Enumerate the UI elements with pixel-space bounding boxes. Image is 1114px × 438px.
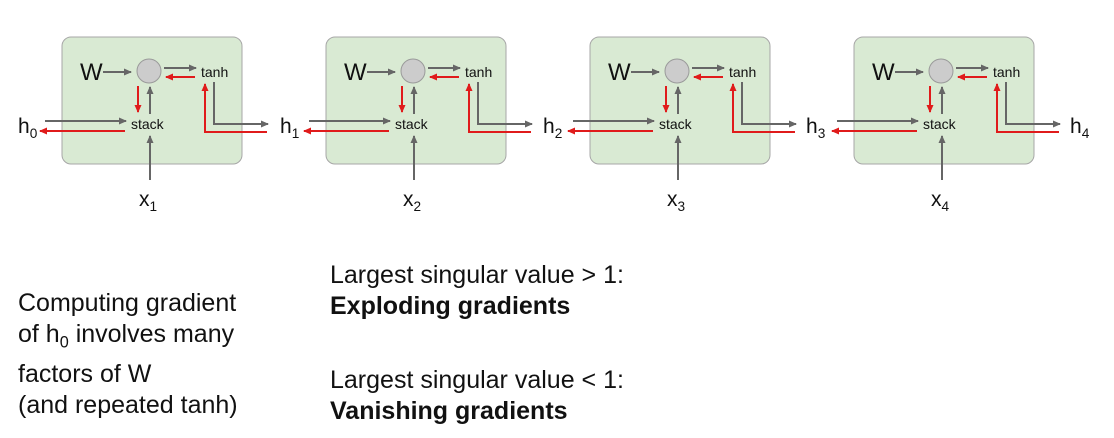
exploding-gradients-block: Largest singular value > 1: Exploding gr… [330,260,624,322]
rnn-cell-box [589,36,771,165]
stack-label: stack [659,116,693,132]
tanh-to-h-out-arrow [1005,82,1061,128]
h-out-to-tanh-grad-arrow [729,83,795,133]
hidden-state-label-h2: h2 [543,115,563,141]
tanh-label: tanh [729,64,756,80]
explanation-line-3: factors of W [18,359,152,388]
weight-label: W [872,59,895,86]
hidden-state-label-h1: h1 [280,115,300,141]
multiply-node [928,58,954,84]
hidden-state-label-h4: h4 [1070,115,1090,141]
tanh-to-h-out-arrow [477,82,533,128]
gradient-explanation: Computing gradient of h0 involves many f… [18,288,238,421]
weight-label: W [608,59,631,86]
rnn-cell-box [853,36,1035,165]
tanh-to-h-out-arrow [741,82,797,128]
exploding-condition: Largest singular value > 1: [330,261,624,289]
explanation-line-4: (and repeated tanh) [18,390,238,419]
vanishing-condition: Largest singular value < 1: [330,366,624,394]
weight-label: W [344,59,367,86]
h-out-to-tanh-grad-arrow [201,83,267,133]
rnn-cell-box [325,36,507,165]
weight-label: W [80,59,103,86]
explanation-line-1: Computing gradient [18,289,237,317]
exploding-label: Exploding gradients [330,292,571,320]
stack-label: stack [395,116,429,132]
stack-label: stack [923,116,957,132]
tanh-label: tanh [993,64,1020,80]
tanh-label: tanh [201,64,228,80]
multiply-node [136,58,162,84]
hidden-state-label-h3: h3 [806,115,826,141]
vanishing-gradients-block: Largest singular value < 1: Vanishing gr… [330,365,624,427]
vanishing-label: Vanishing gradients [330,397,568,425]
stack-label: stack [131,116,165,132]
multiply-node [664,58,690,84]
input-label-x3: x3 [667,188,686,214]
h-out-to-tanh-grad-arrow [465,83,531,133]
input-label-x4: x4 [931,188,950,214]
hidden-state-label-h0: h0 [18,115,38,141]
explanation-line-2: of h0 involves many [18,320,235,352]
input-label-x2: x2 [403,188,422,214]
h-out-to-tanh-grad-arrow [993,83,1059,133]
input-label-x1: x1 [139,188,158,214]
tanh-to-h-out-arrow [213,82,269,128]
rnn-cell-box [61,36,243,165]
multiply-node [400,58,426,84]
tanh-label: tanh [465,64,492,80]
